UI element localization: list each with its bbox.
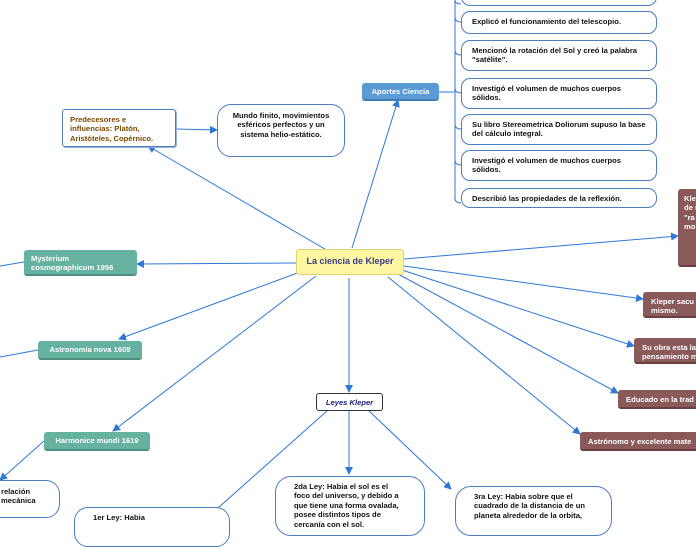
predecesores-node[interactable]: Predecesores e influencias: Platón, Aris… [62, 109, 176, 147]
aportes-item-label: Investigó el volumen de muchos cuerpos s… [472, 156, 621, 175]
aportes-item-telescopio[interactable]: Explicó el funcionamiento del telescopio… [461, 11, 657, 34]
ley-2-label: 2da Ley: Habia el sol es el foco del uni… [294, 482, 399, 529]
aportes-item-volumen-1[interactable]: Investigó el volumen de muchos cuerpos s… [461, 78, 657, 109]
harmonice-mundi-label: Harmonice mundi 1619 [55, 436, 139, 445]
mundo-finito-label: Mundo finito, movimientos esféricos perf… [232, 111, 330, 139]
ley-1-label: 1er Ley: Habia [93, 513, 145, 522]
right-node-label: Kle fue de mo "ra gra mo alre [684, 194, 696, 232]
aportes-item-label: Mencionó la rotación del Sol y creó la p… [472, 46, 637, 65]
right-node-label: Su obra esta la pensamiento m [642, 343, 696, 362]
right-node-label: Astrónomo y excelente mate [588, 437, 692, 446]
leyes-kleper-label: Leyes Kleper [325, 398, 374, 407]
aportes-item-volumen-2[interactable]: Investigó el volumen de muchos cuerpos s… [461, 150, 657, 181]
ley-3-node[interactable]: 3ra Ley: Habia sobre que el cuadrado de … [455, 486, 612, 536]
aportes-ciencia-label: Aportes Ciencia [371, 87, 430, 96]
aportes-item-reflexion[interactable]: Describió las propiedades de la reflexió… [461, 188, 657, 208]
predecesores-label: Predecesores e influencias: Platón, Aris… [70, 115, 154, 143]
relacion-mecanica-node[interactable]: relación mecánica [0, 480, 60, 518]
right-node-su-obra[interactable]: Su obra esta la pensamiento m [634, 338, 696, 364]
central-topic[interactable]: La ciencia de Kleper [296, 249, 404, 275]
aportes-item-stereometrica[interactable]: Su libro Stereometrica Doliorum supuso l… [461, 114, 657, 145]
aportes-item-label: Explicó el funcionamiento del telescopio… [472, 17, 621, 26]
aportes-item-label: Investigó el volumen de muchos cuerpos s… [472, 84, 621, 103]
right-node-kleper-fue[interactable]: Kle fue de mo "ra gra mo alre [678, 189, 696, 267]
aportes-item-partial-top[interactable] [461, 0, 657, 6]
mundo-finito-node[interactable]: Mundo finito, movimientos esféricos perf… [217, 104, 345, 157]
aportes-ciencia-node[interactable]: Aportes Ciencia [362, 83, 439, 101]
aportes-item-label: Describió las propiedades de la reflexió… [472, 194, 622, 203]
central-topic-label: La ciencia de Kleper [306, 256, 394, 266]
ley-2-node[interactable]: 2da Ley: Habia el sol es el foco del uni… [275, 476, 425, 536]
mysterium-label: Mysterium cosmographicum 1956 [31, 254, 114, 273]
astronomia-nova-label: Astronomia nova 1609 [49, 345, 131, 354]
astronomia-nova-node[interactable]: Astronomia nova 1609 [38, 341, 142, 360]
ley-3-label: 3ra Ley: Habia sobre que el cuadrado de … [474, 492, 585, 520]
right-node-astronomo[interactable]: Astrónomo y excelente mate [580, 432, 696, 451]
connector-lines [0, 0, 679, 509]
aportes-item-label: Su libro Stereometrica Doliorum supuso l… [472, 120, 646, 139]
mysterium-node[interactable]: Mysterium cosmographicum 1956 [24, 250, 137, 276]
ley-1-node[interactable]: 1er Ley: Habia [74, 507, 230, 547]
right-node-label: Educado en la trad [626, 395, 694, 404]
right-node-kleper-sacu[interactable]: Kleper sacu mismo. [643, 292, 696, 318]
harmonice-mundi-node[interactable]: Harmonice mundi 1619 [44, 432, 150, 451]
right-node-label: Kleper sacu mismo. [651, 297, 695, 316]
right-node-educado[interactable]: Educado en la trad [618, 390, 696, 409]
relacion-mecanica-label: relación mecánica [1, 487, 36, 506]
leyes-kleper-node[interactable]: Leyes Kleper [316, 393, 383, 411]
aportes-item-rotacion-sol[interactable]: Mencionó la rotación del Sol y creó la p… [461, 40, 657, 71]
